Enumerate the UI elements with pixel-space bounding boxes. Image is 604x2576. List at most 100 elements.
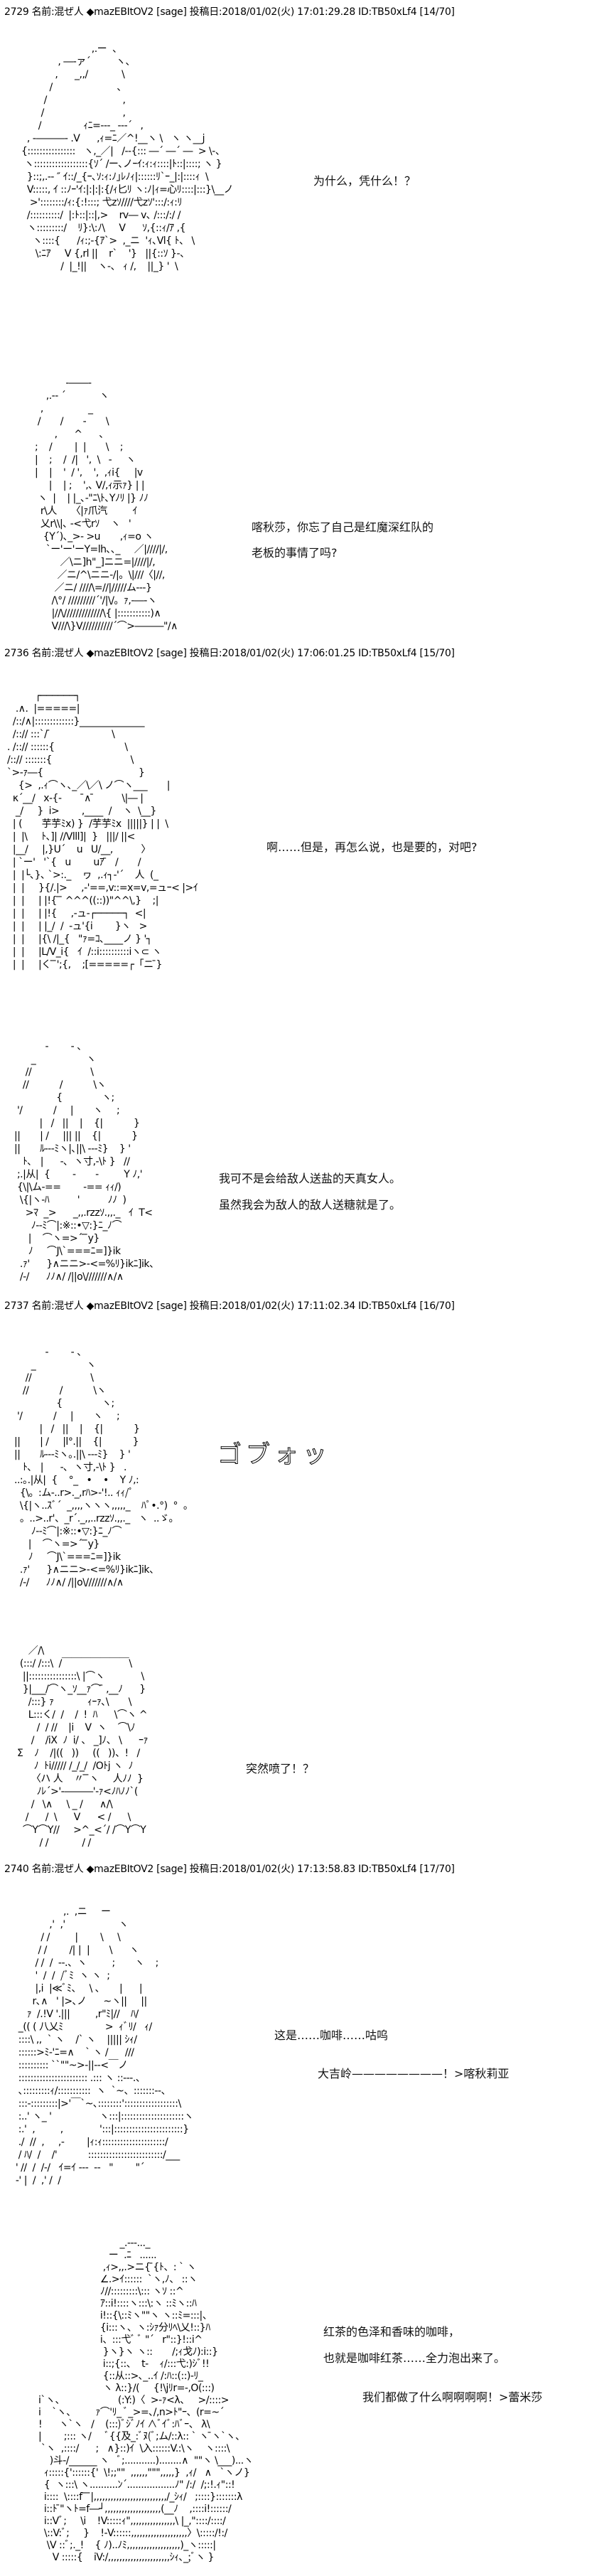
dialogue-line: 这是……咖啡……咕呜 <box>274 2029 389 2042</box>
ascii-art-line: ー .ﾆ ...... <box>36 2250 157 2261</box>
ascii-art-line: // / \ヽ <box>14 1385 107 1396</box>
ascii-art-line: r\人 〈|ｧ爪汽 ｲ <box>32 506 137 517</box>
ascii-art-line: | ;::: ヽ/ ﾞ{{及_:ﾞﾇ(ﾞ;ム/::λ:: ` ヽ ̄ヽ`ヽ、 <box>36 2431 245 2442</box>
ascii-art-line: { ヽ:::\ ヽ..........ﾝ´.................ﾉ"… <box>36 2479 235 2491</box>
ascii-art-line: / / // |i V ヽ ⌒\ﾉ <box>14 1722 136 1733</box>
ascii-art-line: _(( ( 八乂ﾐ > ｨﾞﾘ/ ｨ/ <box>7 2021 152 2033</box>
ascii-art-figure: - - 、 _ ヽ // \ // / \ヽ { ヽ; '/ / | ヽ ; |… <box>14 1346 193 1589</box>
ascii-art-line: , _ <box>32 403 93 415</box>
ascii-art-line: | ; / /| ', \ - ヽ <box>32 454 136 466</box>
ascii-art-line: '/ / | ヽ ; <box>14 1105 120 1116</box>
ascii-art-line: ' // / /-/ ｲ=ｲ --- -- " "´ <box>7 2162 145 2174</box>
ascii-art-line: { ヽ; <box>14 1092 114 1103</box>
ascii-art-line: || | / ||| || {| } <box>14 1131 138 1142</box>
ascii-art-line: _ ヽ <box>14 1054 97 1065</box>
ascii-art-line: i!::{\::ﾐヽ""ヽ ヽ::ﾐ=:::|、 <box>36 2310 212 2321</box>
ascii-art-line: | / || | {| } <box>14 1118 140 1129</box>
ascii-art-line: >ﾏ _> _,,.rzzｿ.,,._ ｲ T< <box>14 1207 153 1219</box>
ascii-art-line: ヽ:::::::::/ ﾘ}:\:ﾉ\ V ｿ,{::ｨ/ｱ ,{ <box>21 223 186 234</box>
ascii-art-line: `ー'ー'ーY=lh､､_ ／|////|/, <box>32 544 168 555</box>
ascii-art-line: | | |L/V_i{ ｲ /::i::::::::::iヽ⊂ ヽ <box>7 946 162 958</box>
dialogue-line: 也就是咖啡红茶……全力泡出来了。 <box>323 2351 506 2365</box>
ascii-art-line: ヽ::::{ /ｨ:;‐{ｱ`> ,_ニ 'ｨ､Vl{ ﾄ、 \ <box>21 235 195 247</box>
ascii-art-line: / /iX ﾉ i/ 、 _]ﾉ、 \ ｰｧ <box>14 1735 149 1746</box>
ascii-art-line: r､∧ ' |>､ノ ~ヽ|| || <box>7 1996 148 2007</box>
ascii-art-figure: ,.ー 、 , ―‐ァ´ ヽ、 , _,,/ \ / ､ / , / , / <box>21 43 234 273</box>
post-header-2737: 2737 名前:混ぜ人 ◆mazEBItOV2 [sage] 投稿日:2018/… <box>4 1300 455 1312</box>
dialogue-line: 为什么，凭什么！？ <box>313 174 416 188</box>
ascii-art-line: ! ヽ`ヽ / (:::)ﾞｼﾞﾉｲ ∧ﾞｲﾞ:ﾊﾞｰ、 λ\ <box>36 2419 210 2430</box>
ascii-art-line: {\。:ム-..r>._,rﾊ>-'!.. ｨｨ/ﾟ <box>14 1487 134 1499</box>
ascii-art-line: .ｧ' }∧ニニ>-<=%ﾘ}ikﾆ]ik、 <box>14 1564 159 1576</box>
ascii-art-figure: ┌──────┐ .∧. |=====| /::/∧|:::::::::::::… <box>7 690 198 971</box>
ascii-art-line: ||::::::::::::::::\ |⌒ヽ \ <box>14 1671 144 1682</box>
ascii-art-line: |//\/////////////\{ |:::::::::::)∧ <box>32 608 161 619</box>
ascii-art-line: `ヽ ,::::/ ; ∧}::)ｲ \入::::::V.:\ヽ ヽ::::\ <box>36 2443 230 2454</box>
ascii-art-figure: -――- ,.-‐ ´ ヽ , _ / / - \ , ^ 、 ; / | | … <box>32 377 178 633</box>
ascii-art-line: | | |{\ /|_{ "ｧ=ｺ､____ノ } '┐ <box>7 934 152 945</box>
ascii-art-line: ｧ /.!V '.||| ,r"ﾐ|// ﾊ/ <box>7 2009 139 2020</box>
ascii-art-line: ﾉﾚ´>'-―――'-ｧ<ﾉﾊﾉﾉ`( <box>14 1786 139 1797</box>
ascii-art-line: }::;,.-‐ ″ ｲ::/_{ｰ､ｿ:ｨ:ﾉ｣ﾚﾉｨ|::::::ﾘ`ｰ_|… <box>21 171 209 183</box>
ascii-art-line: |,i |≪ﾞﾐ、 \ ､ | | <box>7 1983 143 1994</box>
ascii-art-line: /\°/ /////////´'/|\/。ｧ,-―-ヽ <box>32 595 157 606</box>
ascii-art-line: ヽ::::::::::::::::::{ｿ´ /ー､ノｰｲ:ｨ:ｨ::::|ﾄ:… <box>21 159 222 170</box>
ascii-art-line: {\|\ム-== -== ｨｨ/) <box>14 1182 122 1193</box>
ascii-art-line: ／ニ/^\ニニ-/|。\|///〈|//, <box>32 570 166 581</box>
ascii-art-line: | ( 芋芋ﾐx) } /芋芋ﾐx |||||} | | \ <box>7 818 168 830</box>
ascii-art-line: | | | |!{ ̄ ̄ ^^^((::))"^^\,} ;| <box>7 895 159 907</box>
ascii-art-line: ヽ | | |_､-"ﾆ\ﾄ､Yﾉﾘ |} ﾉﾉ <box>32 493 149 504</box>
ascii-art-line: :::‐:::::::::|>'￣`~､::::::::':::::::::::… <box>7 2098 181 2110</box>
ascii-art-line: \::V:ﾞ; } !-V::::::,,,,,,,,,,,,,,,,,,,,〉… <box>36 2528 227 2539</box>
ascii-art-line: | |\ ﾄ､]| //Vlll]| } |||/ ||< <box>7 831 135 843</box>
ascii-art-line: | | |く ̄ ̄';{, ;[=====┌「ニ ̄} <box>7 959 163 971</box>
dialogue-line: 突然喷了！？ <box>246 1762 315 1775</box>
ascii-art-line: ﾄ､ | -､ ヽ寸,-\ﾄ } . <box>14 1462 127 1473</box>
ascii-art-line: }ヽ}ヽ ヽ:: /;ｨ戈ﾉ):i::} <box>36 2346 218 2358</box>
ascii-art-line: ,' ,' ヽ <box>7 1919 129 1930</box>
ascii-art-line: , ^ 、 <box>32 429 109 440</box>
ascii-art-line: - - 、 <box>14 1347 87 1358</box>
ascii-art-line: Σ ﾉ /|(( )) (( ))、! / <box>14 1748 140 1759</box>
ascii-art-line: i、:::弋ﾞ ﾞ "´ r"::}!::i^ <box>36 2334 203 2346</box>
ascii-art-line: ⌒Y⌒Y// >^_<´/ /⌒Y⌒Y <box>14 1824 146 1836</box>
ascii-art-line: κ´__/ x‐{‐ ̄∧ ̄ \|― | <box>7 793 144 804</box>
ascii-art-line: ﾉ ⌒J\`===ﾆ=]}ik <box>14 1551 121 1563</box>
ascii-art-line: {> ,.ｨ⌒ヽ､_／\／\ ノ⌒ヽ___ | <box>7 780 171 791</box>
dialogue-line: 虽然我会为敌人的敌人送糖就是了。 <box>219 1198 401 1212</box>
ascii-art-line: ,.-‐ ´ ヽ <box>32 390 109 402</box>
ascii-art-line: | | ; ',､ V/,ｨ示ｧ} | | <box>32 480 145 491</box>
ascii-art-line: :..' ヽ_ ' ヽ:::|:::::::::::::::::::::ヽ <box>7 2111 194 2122</box>
dialogue-line: 老板的事情了吗? <box>252 546 338 560</box>
ascii-art-line: -――- <box>32 378 92 389</box>
ascii-art-line: ::::::::::::::::::::::: .::: ヽ ::---.、 <box>7 2073 146 2084</box>
ascii-art-line: ｨ:::::{'::::::{' \!;;"" ,,,,,,""",,,,,} … <box>36 2467 250 2479</box>
ascii-art-line: , _,,/ \ <box>21 69 125 80</box>
sound-effect-text: ゴブォッ <box>217 1441 331 1470</box>
ascii-art-line: /::/∧|:::::::::::::}______________ <box>7 716 145 727</box>
ascii-art-line: ;.|从| { - - Y ﾉ,' <box>14 1169 143 1180</box>
ascii-art-line: ::::::>ﾐ-'ﾆ=∧ ` ヽ / /// <box>7 2047 134 2058</box>
dialogue-line: 我们都做了什么啊啊啊啊！>蕾米莎 <box>362 2390 543 2404</box>
ascii-art-line: / / / / <box>14 1837 92 1849</box>
ascii-art-line: ﾉ--ﾐ⌒|:※::•▽:}ﾆ_ﾉ⌒ <box>14 1526 122 1537</box>
ascii-art-line: 。..>..r'、_r´._,,..rzzｿ.,,._ ヽ ..ゞ。 <box>14 1513 179 1524</box>
ascii-art-line: )斗-/______ ヽ ﾞ;...........)........∧ ""ヽ… <box>36 2455 254 2467</box>
ascii-art-line: /-/ ﾉﾉ∧/ /||o\///////∧/∧ <box>14 1577 124 1588</box>
ascii-art-line: i`ヽ、 (:Y:)〈 >-ｧ<λ、 >/::::> <box>36 2395 230 2406</box>
ascii-art-line: // \ <box>14 1067 94 1078</box>
ascii-art-line: /::::::::::/ |:ﾄ::|::|,> rv― v､ /:::/:/ … <box>21 210 181 221</box>
ascii-art-line: {:::::::::::::::: ヽ,_／| /‐-{::: ―´ ―´ ― … <box>21 146 225 157</box>
ascii-art-line: | | | |!{ ,-ュ-┌─────┐ <| <box>7 908 146 919</box>
ascii-art-line: -' | / ,' / / <box>7 2175 61 2186</box>
ascii-art-line: / / / --.、ヽ ; ヽ ; <box>7 1957 159 1969</box>
ascii-art-line: i::ﾄ ̄"ヽﾄ=f―┘,,,,,,,,,,,,,,,,,,,,(__ﾉ ,:… <box>36 2503 232 2515</box>
ascii-art-line: / , <box>21 95 126 106</box>
ascii-art-line: / / - \ <box>32 416 109 427</box>
ascii-art-line: | | | |_/ / -ュ'{i }ヽ > <box>7 921 148 932</box>
ascii-art-line: i:::: \::::f ̄ ̄ ̄|,,,,,,,,,,,,,,,,,,,,,… <box>36 2491 243 2503</box>
dialogue-line: 喀秋莎，你忘了自己是红魔深红队的 <box>252 520 434 534</box>
ascii-art-figure: _.-‐-..._ ー .ﾆ ...... ,ｨ>,,.>ニ{ ̄{ﾄ、: ` … <box>36 2238 254 2564</box>
ascii-art-line: /:::} ｧ ｨｰｧ､\ \ <box>14 1696 132 1708</box>
ascii-art-line: :.' , , ':::|:::::::::::::::::::::::} <box>7 2124 189 2135</box>
